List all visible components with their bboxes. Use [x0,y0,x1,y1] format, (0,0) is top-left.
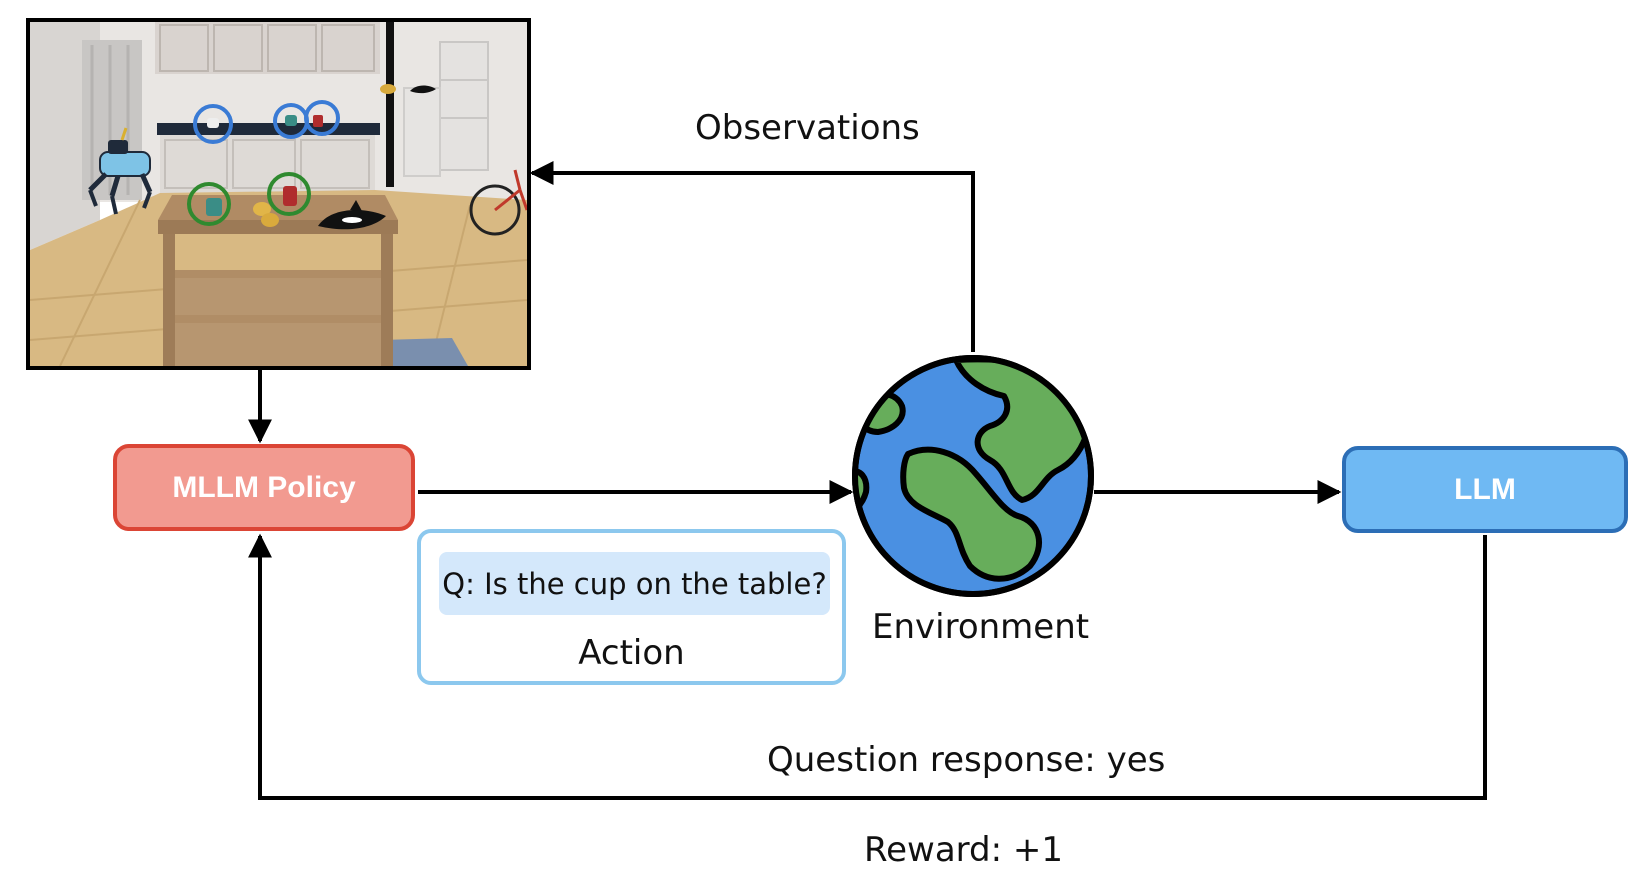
arrow-reward [248,533,1487,800]
blue-highlight [304,100,340,136]
blue-highlight [193,104,233,144]
environment-label: Environment [872,607,1090,647]
llm-label: LLM [1454,472,1516,506]
action-label: Action [578,633,685,673]
action-box: Q: Is the cup on the table? Action [417,529,846,685]
observations-label: Observations [695,108,920,148]
reward-label: Reward: +1 [864,830,1064,870]
green-highlight [187,182,231,226]
question-response-label: Question response: yes [767,740,1166,780]
mllm-policy-label: MLLM Policy [172,470,356,504]
mllm-policy-box: MLLM Policy [113,444,415,531]
llm-box: LLM [1342,446,1628,533]
observation-image [26,18,531,370]
green-highlight [267,172,311,216]
highlight-circles [187,100,340,226]
bicycle [469,169,527,236]
connectors [248,161,1487,800]
robot [88,127,153,215]
arrow-observations [529,161,975,352]
earth-icon [852,355,1094,597]
action-question: Q: Is the cup on the table? [439,552,830,615]
